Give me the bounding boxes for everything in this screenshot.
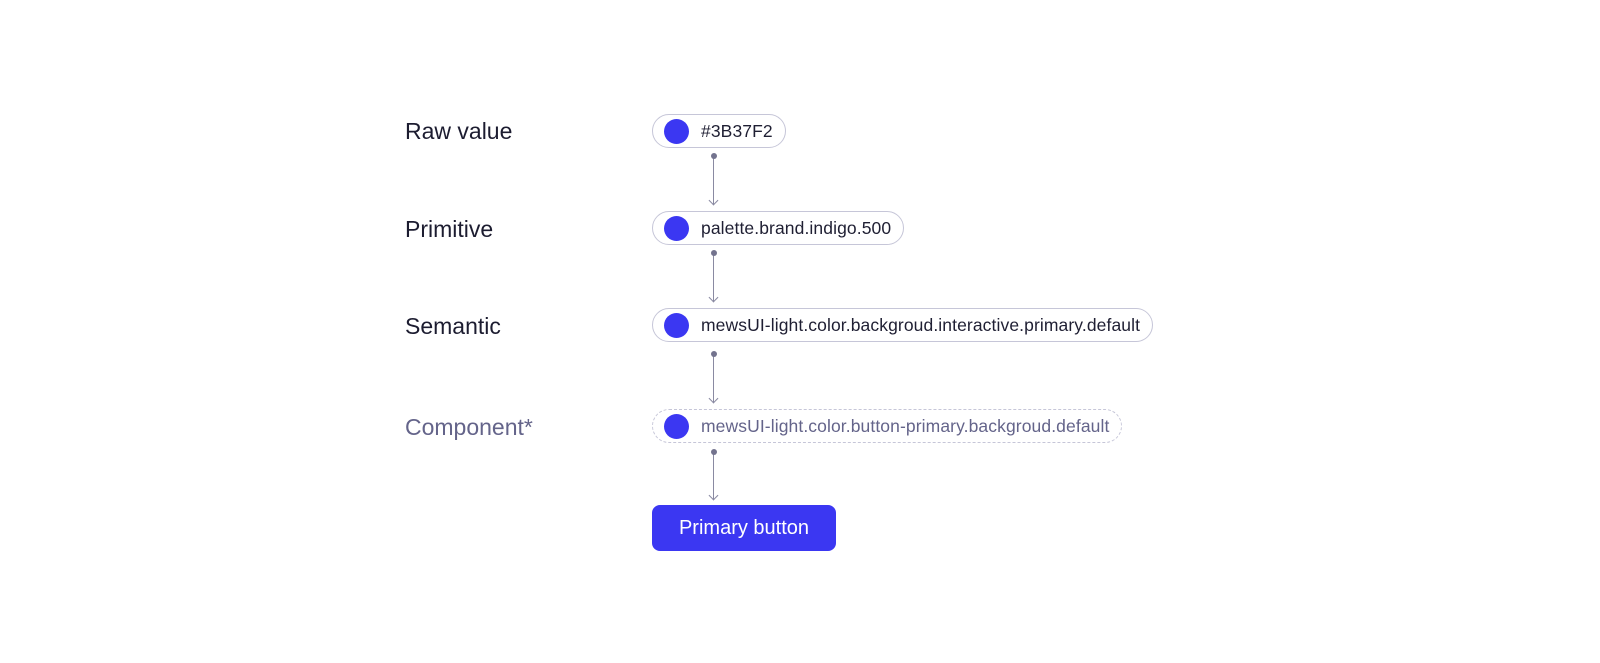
row-label-raw-value: Raw value [405, 118, 513, 144]
primary-button[interactable]: Primary button [652, 505, 836, 551]
arrow-down-icon [708, 292, 718, 303]
token-semantic: mewsUI-light.color.backgroud.interactive… [652, 308, 1154, 342]
token-primitive-text: palette.brand.indigo.500 [701, 218, 892, 238]
color-swatch-icon [664, 215, 689, 241]
token-raw-value: #3B37F2 [652, 114, 786, 148]
arrow-down-icon [708, 393, 718, 404]
connector-arrow-4 [708, 449, 718, 501]
connector-dot [710, 153, 717, 159]
connector-arrow-3 [708, 351, 718, 404]
row-label-semantic: Semantic [405, 313, 501, 339]
token-component: mewsUI-light.color.button-primary.backgr… [652, 409, 1123, 443]
token-component-text: mewsUI-light.color.button-primary.backgr… [701, 416, 1110, 436]
color-swatch-icon [664, 413, 689, 439]
row-label-component: Component* [405, 414, 533, 440]
connector-dot [710, 449, 717, 455]
arrow-down-icon [708, 195, 718, 206]
connector-arrow-1 [708, 153, 718, 206]
row-label-primitive: Primitive [405, 216, 494, 242]
token-raw-value-text: #3B37F2 [701, 121, 773, 141]
color-swatch-icon [664, 312, 689, 338]
connector-dot [710, 351, 717, 357]
color-swatch-icon [664, 118, 689, 144]
arrow-down-icon [708, 490, 718, 501]
token-primitive: palette.brand.indigo.500 [652, 211, 905, 245]
connector-arrow-2 [708, 250, 718, 303]
connector-dot [710, 250, 717, 256]
token-semantic-text: mewsUI-light.color.backgroud.interactive… [701, 315, 1141, 335]
